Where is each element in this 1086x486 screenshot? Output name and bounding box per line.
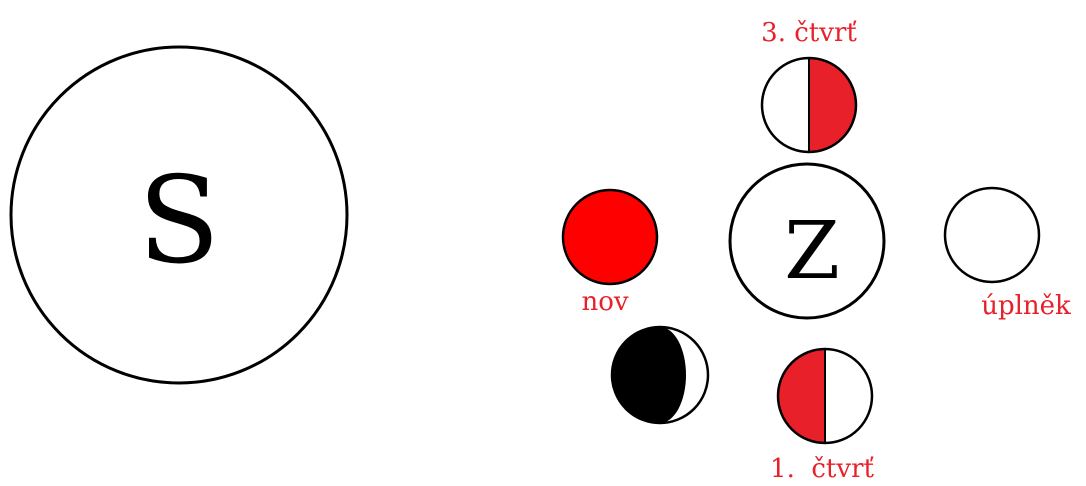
new-moon [563,190,657,284]
new-moon-label: nov [581,287,628,317]
crescent-moon [612,327,708,423]
third-quarter-lit-half [809,56,859,156]
first-quarter-moon [776,347,872,447]
full-moon-label: úplněk [981,291,1071,321]
third-quarter-label: 3. čtvrť [761,18,857,48]
third-quarter-moon [762,56,859,156]
crescent-dark-part [612,327,686,423]
full-moon [945,188,1039,282]
first-quarter-lit-half [776,347,825,447]
earth-label: Z [784,204,840,297]
sun-label: S [138,152,220,291]
first-quarter-label: 1. čtvrť [770,454,874,484]
